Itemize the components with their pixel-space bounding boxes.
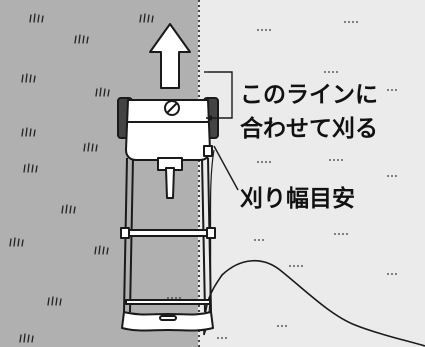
handle-crossbar-upper — [123, 229, 213, 237]
handle-crossbar-lower — [125, 299, 211, 305]
power-cord — [203, 259, 425, 347]
handle-grip[interactable] — [121, 311, 214, 332]
cutting-width-label: 刈り幅目安 — [240, 186, 355, 212]
mower — [117, 97, 219, 332]
handle-stem — [165, 167, 175, 199]
grass-stubble-dots — [167, 21, 397, 339]
grip-switch[interactable] — [159, 315, 177, 321]
cutting-width-leader-line — [213, 145, 239, 191]
leader-arrowhead — [206, 115, 212, 121]
direction-arrow-icon — [149, 23, 191, 89]
alignment-leader-line — [206, 71, 233, 119]
grass-blade-marks-mowed — [9, 13, 154, 343]
clamp-right — [206, 227, 216, 239]
clamp-left — [120, 227, 130, 239]
alignment-instruction-line1: このラインに — [240, 82, 378, 108]
cord-connector — [203, 145, 213, 157]
knob-slot — [166, 102, 178, 114]
alignment-instruction-line2: 合わせて刈る — [240, 116, 378, 142]
